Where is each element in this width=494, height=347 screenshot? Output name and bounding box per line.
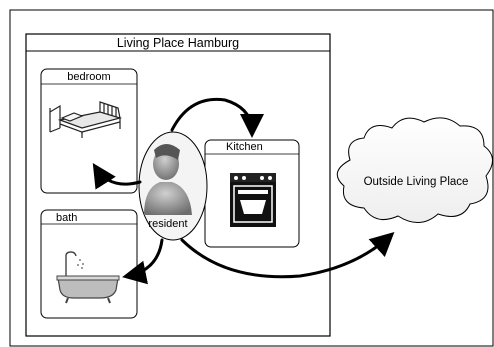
- room-kitchen-label: Kitchen: [226, 141, 263, 153]
- room-bath-label: bath: [56, 212, 77, 224]
- resident: resident: [138, 131, 208, 241]
- bed-icon: [49, 101, 123, 138]
- outside-cloud: Outside Living Place: [336, 117, 493, 223]
- room-bedroom-label: bedroom: [67, 71, 110, 83]
- outside-label: Outside Living Place: [364, 176, 469, 188]
- arrow-resident-to-bedroom: [92, 162, 142, 190]
- bathtub-icon: [56, 251, 120, 304]
- stove-icon: [230, 173, 276, 227]
- resident-label: resident: [148, 218, 187, 230]
- person-icon: [144, 144, 192, 215]
- arrow-resident-to-outside: [180, 231, 395, 279]
- arrow-resident-to-bath: [122, 238, 164, 285]
- outer-frame: [9, 9, 494, 347]
- container-title: Living Place Hamburg: [117, 36, 239, 50]
- room-kitchen: Kitchen: [204, 139, 300, 248]
- arrows: [92, 97, 395, 285]
- cloud-icon: [336, 117, 493, 223]
- room-bedroom: bedroom: [40, 68, 138, 194]
- room-bath: bath: [40, 209, 138, 319]
- arrow-resident-to-kitchen: [170, 97, 264, 138]
